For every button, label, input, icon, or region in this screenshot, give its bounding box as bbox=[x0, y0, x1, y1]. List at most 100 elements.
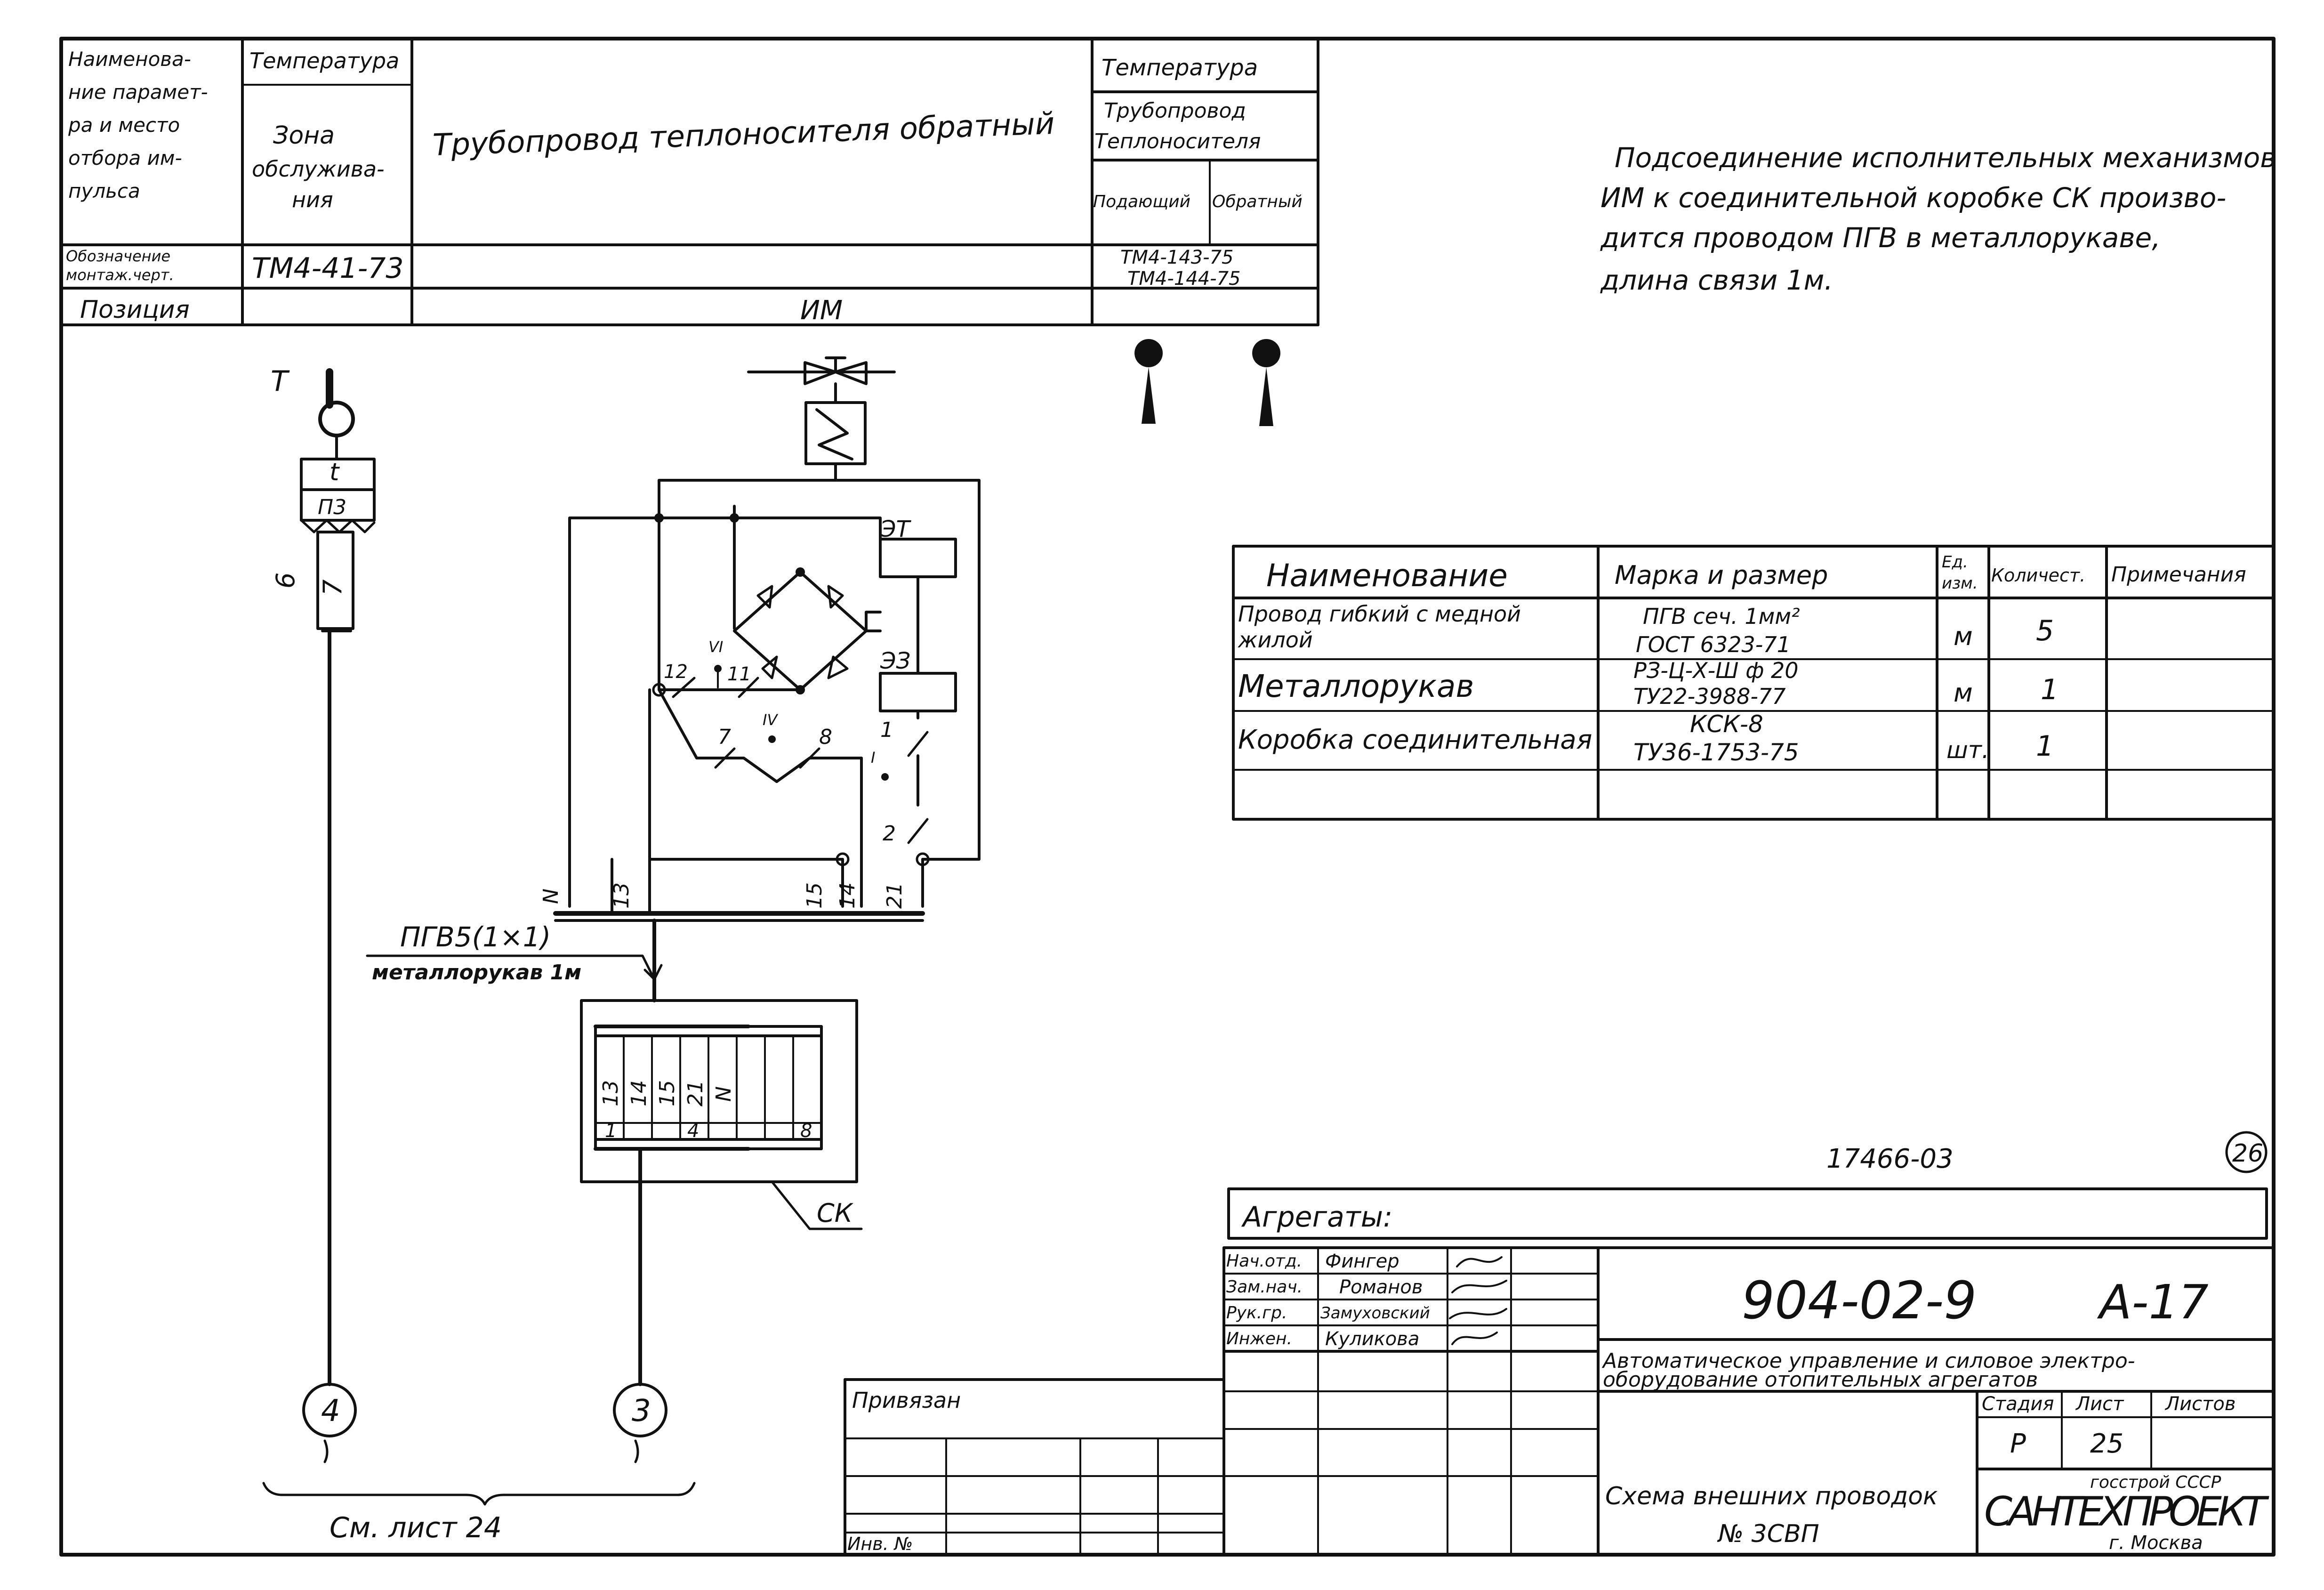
relay-et-label: ЭТ bbox=[880, 516, 912, 542]
roman-vi: VI bbox=[708, 638, 723, 656]
wire-13: 13 bbox=[610, 882, 634, 909]
spec-qty: 5 bbox=[2036, 614, 2054, 647]
sheet-label: Лист bbox=[2075, 1393, 2124, 1415]
spec-name: жилой bbox=[1238, 627, 1313, 653]
doc-number: 904-02-9 bbox=[1742, 1270, 1977, 1331]
wire-15: 15 bbox=[803, 882, 827, 909]
spec-unit: шт. bbox=[1946, 736, 1989, 764]
pipeline-return-title: Трубопровод теплоносителя обратный bbox=[432, 106, 1055, 163]
stage-value: Р bbox=[2010, 1429, 2026, 1459]
spec-header: Количест. bbox=[1991, 565, 2085, 586]
hose-label: металлорукав 1м bbox=[372, 960, 581, 985]
temperature-sensor-chain: Т t П3 6 7 4 bbox=[271, 365, 376, 1463]
param-header-label: пульса bbox=[68, 179, 140, 202]
sensor-box-label: П3 bbox=[318, 495, 346, 519]
box-terminal-14: 14 bbox=[627, 1080, 651, 1106]
spec-header: Примечания bbox=[2111, 563, 2246, 587]
param-header-label: отбора им- bbox=[68, 146, 182, 169]
terminal-7: 7 bbox=[718, 725, 731, 749]
roman-i: I bbox=[871, 749, 875, 767]
box-name: СК bbox=[817, 1198, 854, 1228]
temperature-header: Температура bbox=[249, 48, 399, 73]
spec-mark: КСК-8 bbox=[1690, 710, 1763, 738]
pipeline-header: Теплоносителя bbox=[1094, 129, 1261, 153]
role-label: Рук.гр. bbox=[1226, 1303, 1287, 1323]
zone-label: Зона bbox=[273, 121, 335, 150]
title-line: Автоматическое управление и силовое элек… bbox=[1601, 1349, 2135, 1373]
spec-header: Наименование bbox=[1266, 557, 1508, 594]
circle-3-label: 3 bbox=[632, 1394, 651, 1429]
spec-name: Коробка соединительная bbox=[1238, 725, 1592, 755]
see-sheet: См. лист 24 bbox=[330, 1511, 502, 1544]
note-line: Подсоединение исполнительных механизмов bbox=[1615, 142, 2276, 174]
roman-iv: IV bbox=[763, 711, 778, 729]
note-line: дится проводом ПГВ в металлорукаве, bbox=[1600, 222, 2161, 254]
stage-label: Стадия bbox=[1982, 1393, 2054, 1415]
actuator-wiring-diagram: ЭТ ЭЗ 12 VI 11 7 IV 8 1 I 2 bbox=[366, 356, 981, 1002]
box-terminal-15: 15 bbox=[655, 1080, 679, 1106]
position-value: ИМ bbox=[800, 295, 843, 326]
box-terminal-21: 21 bbox=[684, 1080, 708, 1106]
scheme-number: № 3СВП bbox=[1717, 1520, 1819, 1548]
linked-label: Привязан bbox=[852, 1388, 961, 1413]
relay-ez bbox=[879, 672, 957, 712]
org-city: г. Москва bbox=[2109, 1532, 2203, 1554]
note-line: длина связи 1м. bbox=[1600, 264, 1833, 296]
signature-mark bbox=[1449, 1256, 1507, 1345]
terminal-1: 1 bbox=[880, 718, 893, 742]
relay-et bbox=[879, 538, 957, 578]
junction-box-sk: 13 14 15 21 N 1 4 8 СК 3 См. лист 24 bbox=[262, 999, 863, 1544]
designation-label: Обозначение bbox=[66, 247, 170, 265]
terminal-8: 8 bbox=[819, 725, 832, 749]
supply-header: Подающий bbox=[1093, 192, 1190, 211]
relay-ez-label: ЭЗ bbox=[880, 648, 910, 674]
project-code: 17466-03 bbox=[1826, 1144, 1954, 1174]
circle-4 bbox=[302, 1383, 357, 1437]
sheet-value: 25 bbox=[2090, 1429, 2123, 1459]
box-terminal-8: 8 bbox=[800, 1120, 812, 1142]
org-name: САНТЕХПРОЕКТ bbox=[1984, 1488, 2269, 1535]
return-header: Обратный bbox=[1212, 192, 1303, 211]
sensor-letter: Т bbox=[271, 365, 290, 398]
zone-label: ния bbox=[292, 187, 333, 212]
box-terminal-4: 4 bbox=[687, 1120, 699, 1142]
aggregates-label: Агрегаты: bbox=[1241, 1201, 1392, 1234]
spec-mark: ГОСТ 6323-71 bbox=[1636, 632, 1791, 657]
name-label: Фингер bbox=[1325, 1251, 1399, 1272]
circle-3 bbox=[613, 1383, 667, 1437]
wire-14: 14 bbox=[836, 882, 860, 909]
spec-mark: ТУ22-3988-77 bbox=[1633, 684, 1785, 709]
spec-mark: ТУ36-1753-75 bbox=[1633, 739, 1799, 766]
designation-label: монтаж.черт. bbox=[66, 266, 174, 284]
note-line: ИМ к соединительной коробке СК произво- bbox=[1600, 182, 2226, 214]
box-terminal-13: 13 bbox=[599, 1080, 623, 1106]
hanger-icon bbox=[1252, 339, 1281, 426]
page-circle-label: 26 bbox=[2232, 1139, 2263, 1168]
param-header-label: Наименова- bbox=[68, 48, 191, 71]
return-drawing-number: ТМ4-144-75 bbox=[1127, 268, 1241, 290]
temperature-header: Температура bbox=[1102, 55, 1258, 81]
cable-number-7: 7 bbox=[318, 580, 347, 596]
parameter-table: Наименова- ние парамет- ра и место отбор… bbox=[60, 37, 1319, 326]
zone-label: обслужива- bbox=[252, 156, 385, 182]
zone-drawing-number: ТМ4-41-73 bbox=[252, 252, 404, 285]
terminal-2: 2 bbox=[883, 822, 896, 846]
spec-unit: м bbox=[1954, 621, 1973, 651]
spec-name: Металлорукав bbox=[1238, 668, 1474, 704]
cable-number-6: 6 bbox=[271, 573, 300, 589]
role-label: Инжен. bbox=[1226, 1329, 1292, 1348]
spec-qty: 1 bbox=[2036, 730, 2054, 763]
spec-qty: 1 bbox=[2041, 673, 2059, 706]
sensor-symbol: t bbox=[330, 458, 340, 486]
supply-drawing-number: ТМ4-143-75 bbox=[1120, 247, 1234, 268]
position-label: Позиция bbox=[80, 296, 190, 324]
hanger-icon bbox=[1134, 339, 1163, 424]
cable-label: ПГВ5(1×1) bbox=[400, 921, 551, 953]
sheets-label: Листов bbox=[2164, 1393, 2236, 1415]
box-terminal-1: 1 bbox=[605, 1120, 617, 1142]
circle-4-label: 4 bbox=[321, 1394, 340, 1429]
brace bbox=[262, 1482, 696, 1506]
name-label: Замуховский bbox=[1320, 1304, 1430, 1323]
org-top: госстрой СССР bbox=[2090, 1473, 2221, 1492]
